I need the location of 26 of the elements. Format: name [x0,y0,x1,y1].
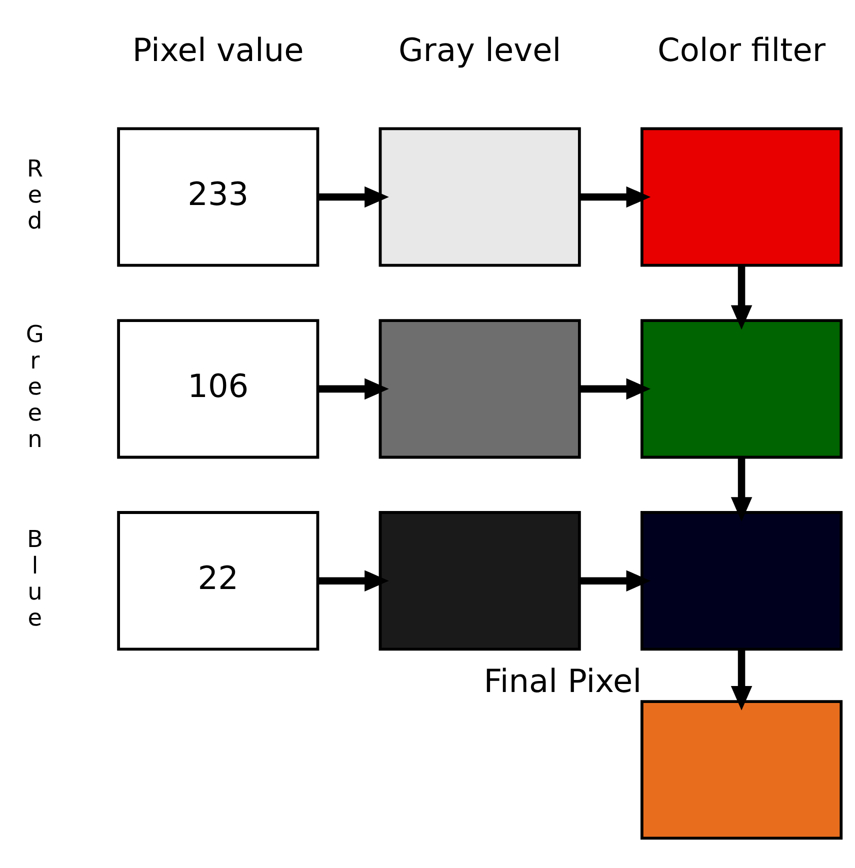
label: Red [26,155,44,235]
label: Pixel value [132,31,304,70]
label: Color filter [658,31,826,70]
arrow [580,186,651,208]
node-label: Final Pixel [484,662,642,700]
node-box [378,127,581,267]
arrow [318,378,389,400]
node-box [640,319,843,459]
node-box [640,127,843,267]
node-box: 106 [117,319,320,459]
arrow [318,570,389,592]
node-box [378,319,581,459]
node-box [640,511,843,651]
node-box: 22 [117,511,320,651]
arrow [730,458,752,522]
arrow [730,649,752,710]
label: Gray level [398,31,562,70]
label: Blue [26,526,43,632]
node-box [640,700,843,840]
arrow [318,186,389,208]
arrow [580,378,651,400]
node-box [378,511,581,651]
arrow [580,570,651,592]
node-box: 233 [117,127,320,267]
arrow [730,266,752,330]
label: Green [26,321,44,453]
